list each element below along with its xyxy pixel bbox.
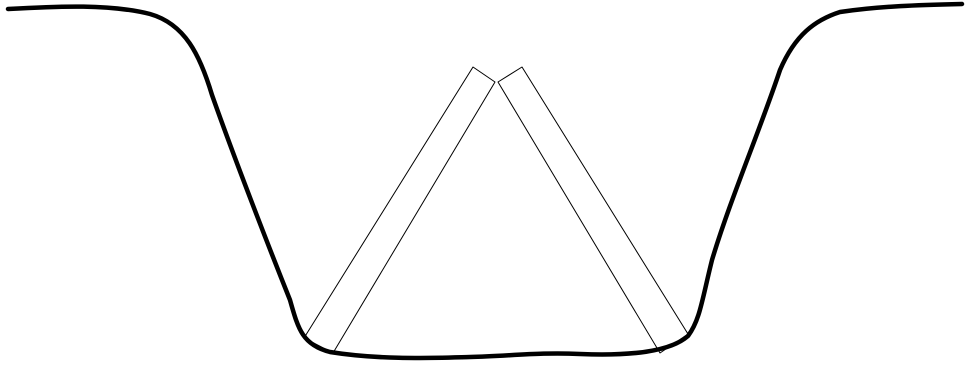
left-plank bbox=[304, 67, 495, 353]
right-plank bbox=[498, 67, 688, 353]
trench-outline bbox=[8, 4, 962, 358]
